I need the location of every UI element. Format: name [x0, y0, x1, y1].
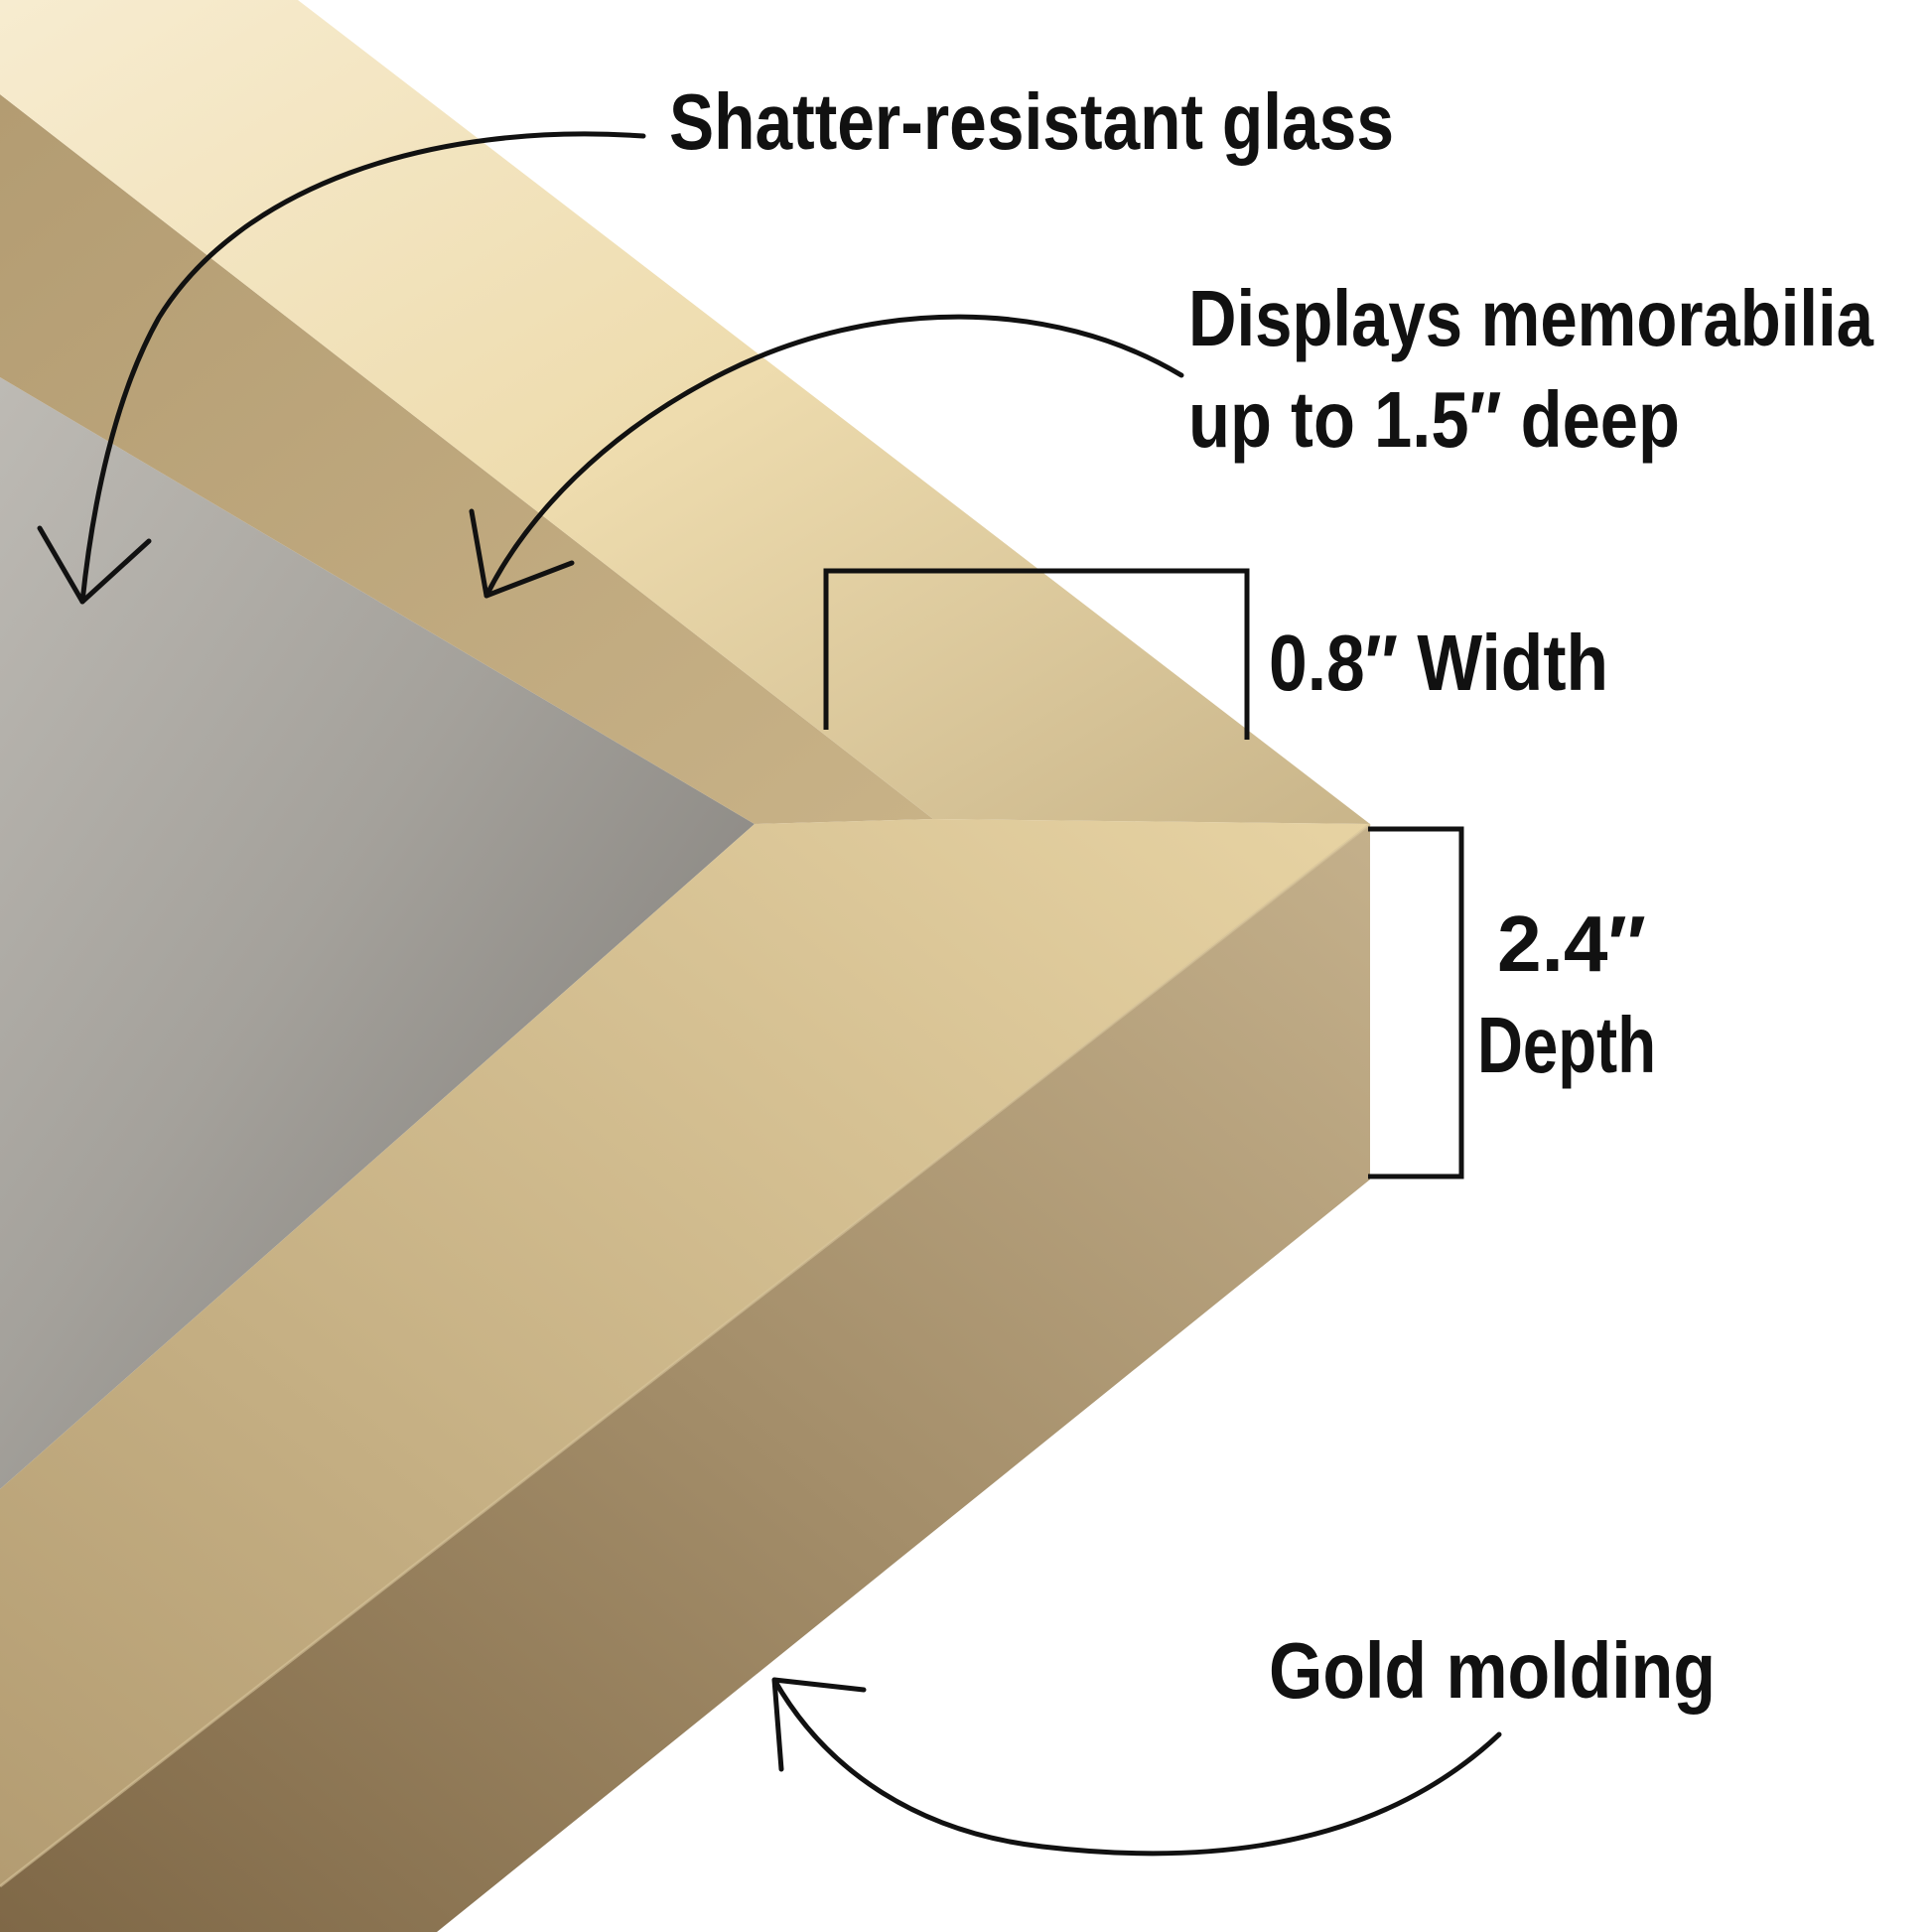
depth-bracket — [1368, 826, 1464, 1179]
callout-glass: Shatter-resistant glass — [669, 77, 1394, 166]
molding-inner-lip — [0, 94, 933, 824]
callout-memorabilia-line2: up to 1.5″ deep — [1188, 375, 1680, 464]
callout-depth-value: 2.4″ — [1497, 899, 1646, 988]
callout-memorabilia-line1: Displays memorabilia — [1188, 274, 1873, 362]
memorabilia-arrow — [469, 314, 1184, 599]
glass-backing — [0, 377, 755, 1489]
width-bracket — [823, 568, 1250, 740]
callout-depth-label: Depth — [1477, 1001, 1656, 1089]
molding-top-face-upper — [0, 0, 1370, 824]
molding-side-face — [0, 824, 1370, 1932]
molding-arrow — [771, 1677, 1502, 1857]
callout-width: 0.8″ Width — [1269, 619, 1608, 707]
molding-corner-edge — [0, 822, 1371, 1888]
callout-molding: Gold molding — [1269, 1626, 1716, 1715]
glass-arrow — [37, 131, 646, 605]
